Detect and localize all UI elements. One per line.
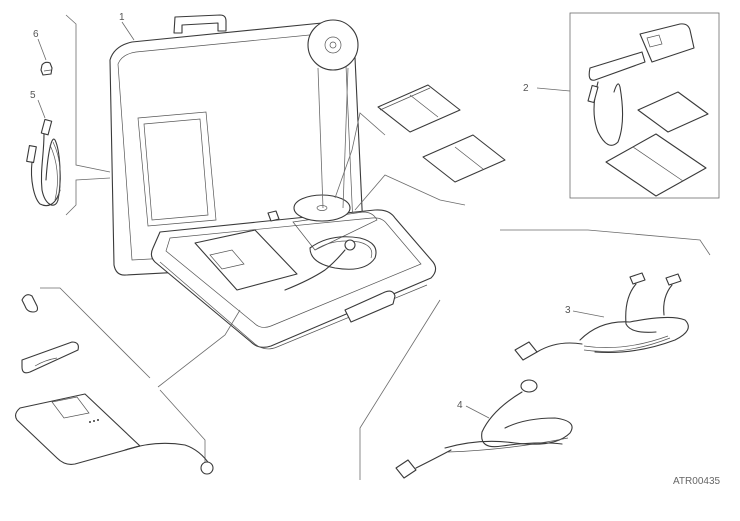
strap — [21, 341, 79, 374]
drawing-code: ATR00435 — [673, 476, 721, 487]
leader-1 — [121, 21, 135, 41]
leader-6 — [37, 38, 47, 61]
leader-3 — [572, 310, 605, 318]
carrying-case — [109, 14, 437, 350]
manuals — [334, 84, 506, 211]
cd-disc — [307, 19, 359, 209]
diagnostic-unit — [14, 393, 141, 465]
callout-6: 6 — [33, 29, 39, 40]
callout-5: 5 — [30, 90, 36, 101]
adapter-plug — [37, 38, 53, 76]
carabiner — [21, 294, 39, 313]
key-interface-kit — [536, 12, 720, 199]
callout-2: 2 — [523, 83, 529, 94]
callout-4: 4 — [457, 400, 463, 411]
usb-cable — [26, 99, 61, 207]
diagnostic-unit-detail — [14, 287, 241, 475]
callout-1: 1 — [119, 12, 125, 23]
left-group-bracket — [65, 14, 111, 216]
callout-3: 3 — [565, 305, 571, 316]
leader-4 — [465, 405, 490, 419]
leader-5 — [37, 99, 46, 119]
leader-2 — [536, 87, 571, 92]
round-connector-cable — [359, 299, 573, 480]
dual-connector-cable — [500, 229, 711, 361]
